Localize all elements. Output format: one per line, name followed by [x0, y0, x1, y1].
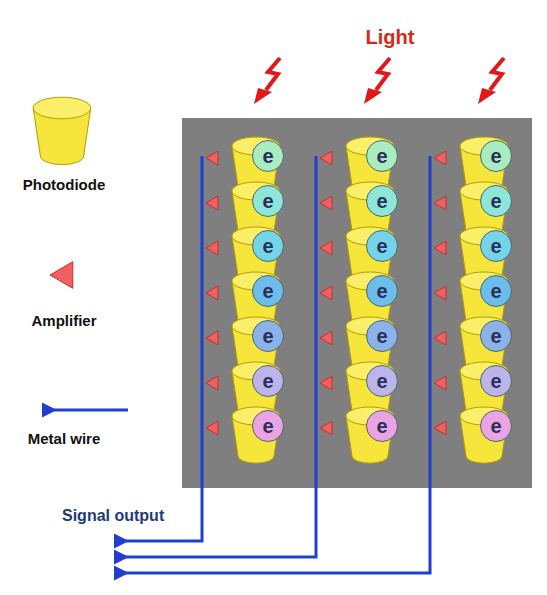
- amplifier-symbol: [206, 376, 218, 390]
- amplifier-symbol: [206, 331, 218, 345]
- electron-circle: e: [252, 140, 284, 172]
- electron-circle: e: [366, 230, 398, 262]
- metal-wire: [126, 156, 202, 541]
- light-arrowhead: [364, 88, 382, 104]
- metal-wire: [126, 156, 316, 557]
- light-bolt: [490, 58, 504, 90]
- wire-sample: [54, 409, 128, 412]
- electron-label: e: [490, 191, 501, 211]
- amplifier-symbol: [434, 286, 446, 300]
- electron-circle: e: [366, 275, 398, 307]
- electron-circle: e: [252, 410, 284, 442]
- electron-circle: e: [252, 365, 284, 397]
- amplifier-symbol: [434, 241, 446, 255]
- electron-label: e: [262, 326, 273, 346]
- amplifier-symbol: [320, 331, 332, 345]
- amplifier-symbol: [320, 151, 332, 165]
- amplifier-symbol: [320, 286, 332, 300]
- electron-label: e: [262, 416, 273, 436]
- legend-label: Amplifier: [31, 312, 96, 329]
- amplifier-symbol: [320, 241, 332, 255]
- electron-circle: e: [366, 320, 398, 352]
- electron-circle: e: [480, 230, 512, 262]
- amplifier-symbol: [206, 421, 218, 435]
- electron-label: e: [490, 146, 501, 166]
- electron-label: e: [262, 281, 273, 301]
- legend-label: Metal wire: [28, 430, 101, 447]
- electron-circle: e: [480, 365, 512, 397]
- amplifier-symbol: [206, 241, 218, 255]
- electron-label: e: [262, 371, 273, 391]
- electron-label: e: [490, 281, 501, 301]
- electron-circle: e: [366, 365, 398, 397]
- photodiode-top: [33, 97, 91, 119]
- electron-circle: e: [480, 140, 512, 172]
- electron-circle: e: [480, 185, 512, 217]
- amplifier-symbol: [206, 196, 218, 210]
- electron-label: e: [376, 371, 387, 391]
- electron-label: e: [376, 236, 387, 256]
- electron-label: e: [490, 326, 501, 346]
- electron-circle: e: [366, 410, 398, 442]
- electron-circle: e: [480, 275, 512, 307]
- electron-label: e: [376, 281, 387, 301]
- electron-label: e: [262, 236, 273, 256]
- electron-label: e: [376, 326, 387, 346]
- electron-label: e: [490, 371, 501, 391]
- amplifier-symbol: [206, 286, 218, 300]
- light-arrowhead: [254, 88, 272, 104]
- metal-wire: [126, 156, 430, 573]
- amplifier-symbol: [434, 376, 446, 390]
- amplifier-symbol: [320, 196, 332, 210]
- electron-label: e: [490, 236, 501, 256]
- electron-circle: e: [252, 185, 284, 217]
- electron-circle: e: [480, 410, 512, 442]
- amplifier-symbol: [320, 376, 332, 390]
- light-bolt: [376, 58, 390, 90]
- amplifier-symbol: [434, 331, 446, 345]
- legend-label: Photodiode: [23, 176, 106, 193]
- light-label: Light: [366, 26, 415, 49]
- electron-label: e: [262, 191, 273, 211]
- signal-output-label: Signal output: [62, 507, 164, 525]
- electron-label: e: [490, 416, 501, 436]
- amplifier-symbol: [434, 421, 446, 435]
- electron-label: e: [262, 146, 273, 166]
- amplifier-symbol: [50, 262, 73, 289]
- amplifier-symbol: [320, 421, 332, 435]
- electron-circle: e: [480, 320, 512, 352]
- electron-circle: e: [252, 320, 284, 352]
- electron-circle: e: [252, 275, 284, 307]
- electron-label: e: [376, 146, 387, 166]
- amplifier-symbol: [434, 196, 446, 210]
- electron-label: e: [376, 416, 387, 436]
- electron-circle: e: [252, 230, 284, 262]
- electron-circle: e: [366, 140, 398, 172]
- light-arrowhead: [478, 88, 496, 104]
- sensor-panel: [182, 118, 532, 488]
- electron-label: e: [376, 191, 387, 211]
- light-bolt: [266, 58, 280, 90]
- amplifier-symbol: [434, 151, 446, 165]
- amplifier-symbol: [206, 151, 218, 165]
- electron-circle: e: [366, 185, 398, 217]
